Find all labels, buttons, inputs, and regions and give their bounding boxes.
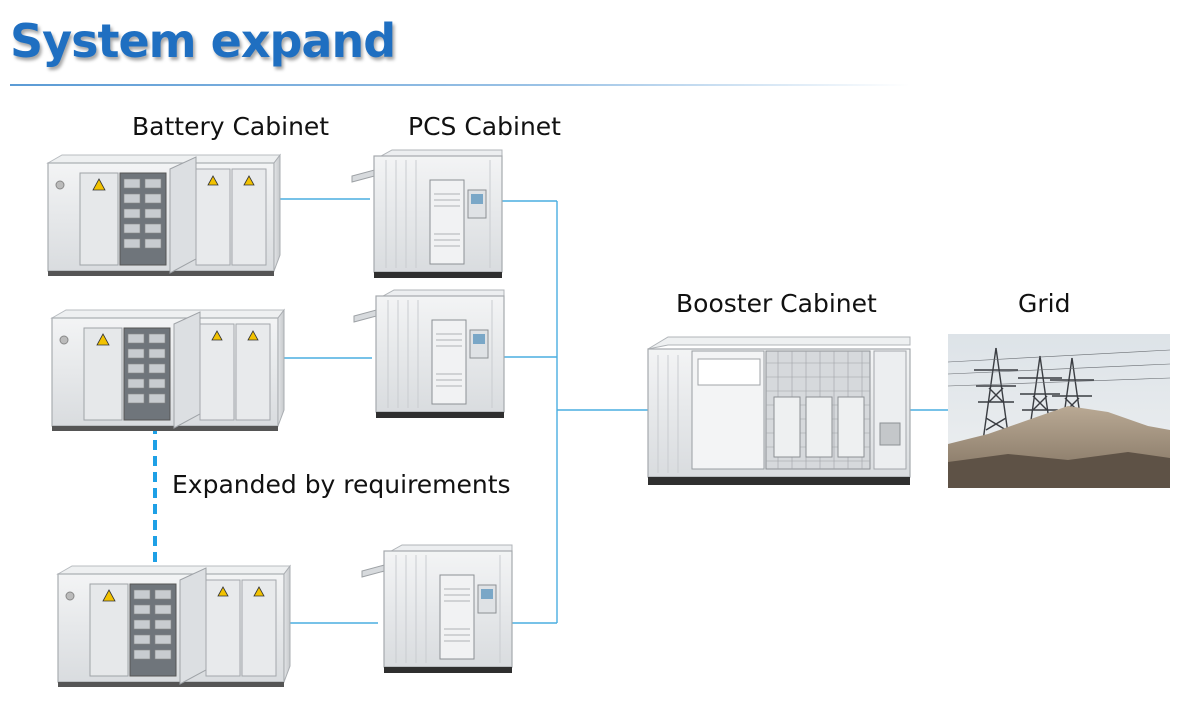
- expanded-label: Expanded by requirements: [172, 470, 511, 499]
- pcs-cabinet-2: [353, 289, 505, 419]
- pcs-cabinet-3: [361, 544, 513, 674]
- pcs-cabinet-1: [351, 149, 503, 279]
- grid-image: [947, 334, 1171, 488]
- booster-cabinet: [647, 336, 911, 486]
- grid-label: Grid: [1018, 289, 1071, 318]
- pcs-cabinet-label: PCS Cabinet: [408, 112, 561, 141]
- connector-lines: [276, 198, 950, 624]
- booster-cabinet-label: Booster Cabinet: [676, 289, 877, 318]
- page-title: System expand: [10, 14, 396, 68]
- battery-cabinet-2: [51, 309, 285, 432]
- battery-cabinet-1: [47, 154, 281, 277]
- battery-cabinet-label: Battery Cabinet: [132, 112, 330, 141]
- battery-cabinet-3: [57, 565, 291, 688]
- title-divider: [10, 84, 910, 86]
